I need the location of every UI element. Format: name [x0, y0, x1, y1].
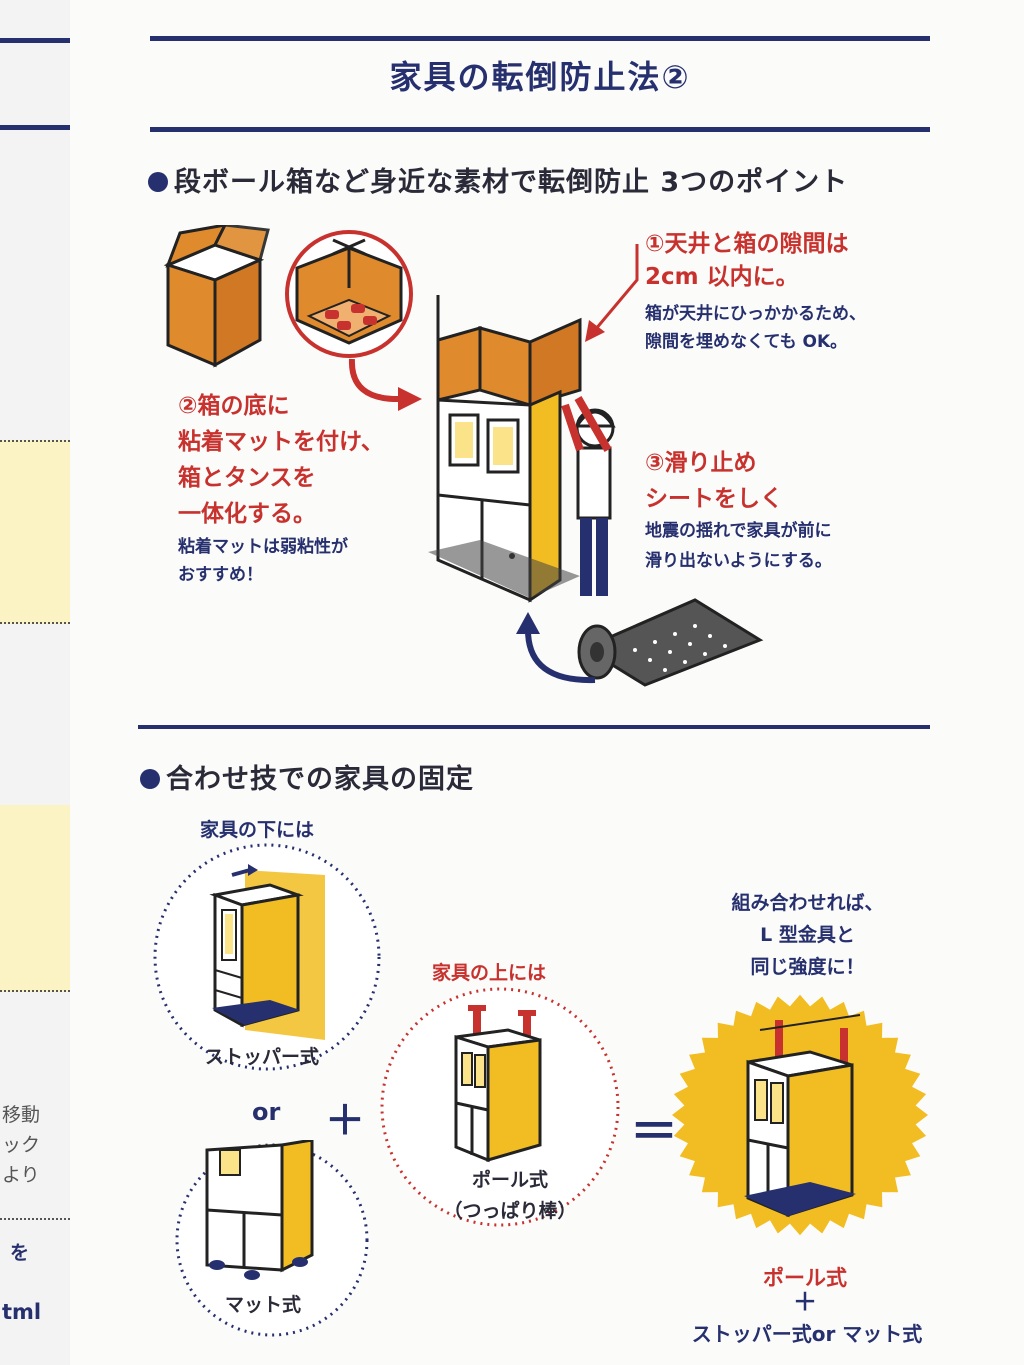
below-label: 家具の下には — [200, 819, 315, 841]
stopper-label: ストッパー式 — [205, 1046, 320, 1068]
wardrobe-with-boxes-illustration — [428, 295, 616, 603]
bullet-dot-icon — [148, 172, 168, 192]
left-text-2: ック — [2, 1134, 41, 1156]
equals-icon: ＝ — [630, 1104, 679, 1160]
mat-label: マット式 — [225, 1294, 302, 1316]
open-box-illustration — [163, 225, 270, 368]
anti-slip-sheet-illustration — [577, 598, 764, 687]
pole-sublabel: （つっぱり棒） — [443, 1200, 577, 1222]
combo-note: 組み合わせれば、 L 型金具と 同じ強度に！ — [731, 892, 884, 978]
section-divider — [138, 725, 930, 729]
box-bottom-detail-illustration — [285, 230, 413, 358]
arrow-right-icon — [348, 358, 422, 411]
left-text-1: 移動 — [2, 1104, 41, 1126]
page-title: 家具の転倒防止法② — [389, 58, 691, 96]
arrow-down-left-icon — [585, 244, 639, 342]
point2-title: ②箱の底に 粘着マットを付け、 箱とタンスを 一体化する。 — [178, 393, 384, 527]
section1-heading: 段ボール箱など身近な素材で転倒防止 3つのポイント — [148, 160, 848, 199]
title-rule-bottom — [150, 127, 930, 132]
left-text-4: を — [10, 1242, 30, 1264]
left-page-edge: 移動 ック より を tml — [0, 0, 71, 1365]
above-label: 家具の上には — [432, 962, 547, 984]
result-illustration — [672, 994, 928, 1236]
stopper-illustration — [153, 843, 381, 1071]
left-text-5: tml — [2, 1300, 42, 1324]
result-rest-label: ストッパー式or マット式 — [691, 1322, 923, 1346]
point3-note: 地震の揺れで家具が前に 滑り出ないようにする。 — [645, 521, 832, 571]
title-rule-top — [150, 36, 930, 41]
point1-title: ①天井と箱の隙間は 2cm 以内に。 — [645, 231, 849, 290]
result-pole-label: ポール式 — [763, 1266, 847, 1290]
pole-illustration — [380, 987, 620, 1227]
bullet-dot-icon — [140, 769, 160, 789]
left-text-3: より — [2, 1164, 40, 1186]
section2-heading: 合わせ技での家具の固定 — [140, 757, 474, 796]
result-plus-icon: ＋ — [793, 1288, 817, 1316]
point1-note: 箱が天井にひっかかるため、 隙間を埋めなくても OK。 — [645, 304, 866, 352]
arrow-up-icon — [516, 612, 596, 684]
or-label: or — [252, 1098, 281, 1126]
pole-label: ポール式 — [471, 1169, 548, 1191]
mat-illustration — [175, 1140, 369, 1337]
point2-note: 粘着マットは弱粘性が おすすめ！ — [178, 537, 348, 585]
plus-icon: ＋ — [325, 1098, 365, 1144]
point3-title: ③滑り止め シートをしく — [645, 450, 783, 512]
